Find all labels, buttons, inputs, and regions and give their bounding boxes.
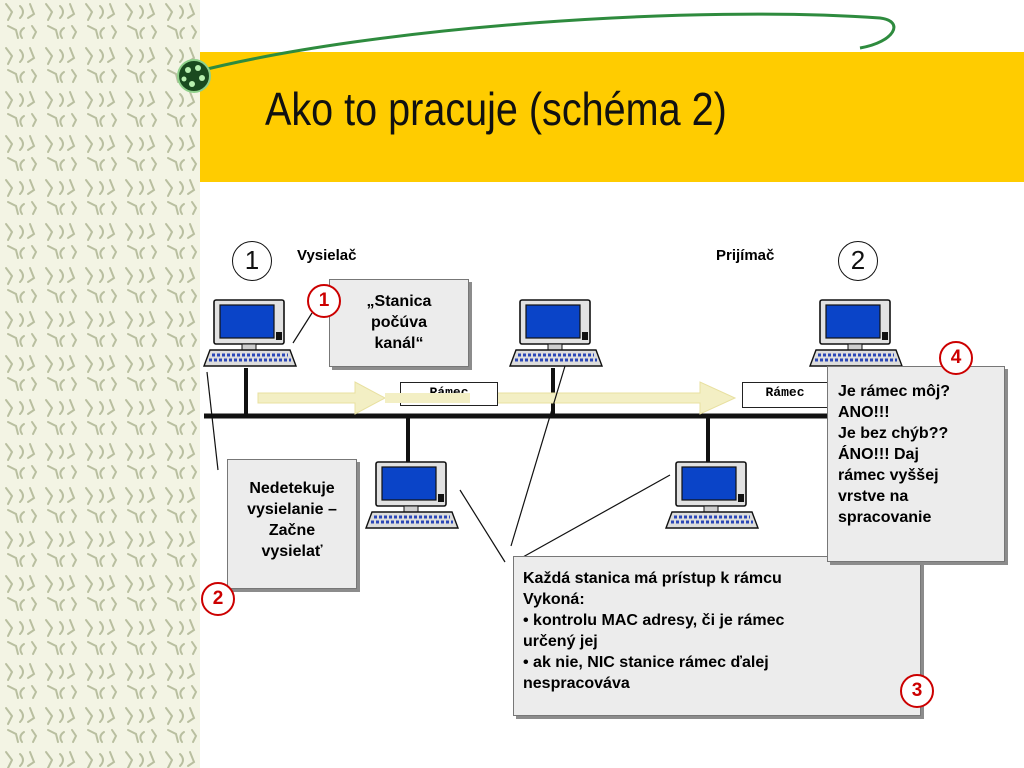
- callout-line: vrstve na: [838, 488, 909, 505]
- step-badge-4: 4: [939, 341, 973, 375]
- slide-title: Ako to pracuje (schéma 2): [265, 83, 727, 135]
- receiver-label: Prijímač: [716, 247, 775, 264]
- title-band: [200, 52, 1024, 182]
- frame-box: Rámec: [400, 382, 498, 406]
- callout-line: Každá stanica má prístup k rámcu: [523, 570, 782, 587]
- callout-line: • ak nie, NIC stanice rámec ďalej: [523, 654, 769, 671]
- pattern-graphic: [0, 0, 200, 768]
- callout-line: Začne: [268, 522, 316, 539]
- sender-label: Vysielač: [297, 247, 357, 264]
- callout-line: ÁNO!!! Daj: [838, 446, 919, 463]
- callout-line: počúva: [370, 314, 427, 331]
- callout-line: • kontrolu MAC adresy, či je rámec: [523, 612, 785, 629]
- callout-line: rámec vyššej: [838, 467, 939, 484]
- connector-line: [206, 371, 219, 471]
- step-badge-3: 3: [900, 674, 934, 708]
- connector-line: [510, 365, 566, 547]
- callout-line: vysielať: [261, 543, 323, 560]
- callout-step-1: „Stanica počúva kanál“: [329, 279, 469, 367]
- frame-box: Rámec: [742, 382, 828, 408]
- callout-line: Nedetekuje: [249, 480, 335, 497]
- computer-icon: [808, 298, 904, 368]
- callout-line: nespracováva: [523, 675, 630, 692]
- computer-icon: [664, 460, 760, 530]
- callout-step-4: Je rámec môj? ANO!!! Je bez chýb?? ÁNO!!…: [827, 366, 1005, 562]
- callout-line: určený jej: [523, 633, 598, 650]
- frame-label: Rámec: [765, 385, 805, 400]
- callout-line: kanál“: [374, 335, 424, 352]
- connector-line: [513, 474, 671, 563]
- title-swoosh: [177, 12, 896, 93]
- callout-line: „Stanica: [366, 293, 432, 310]
- callout-line: Je rámec môj?: [838, 383, 951, 400]
- callout-line: vysielanie –: [247, 501, 337, 518]
- callout-line: spracovanie: [838, 509, 932, 526]
- computer-icon: [508, 298, 604, 368]
- step-badge-2: 2: [201, 582, 235, 616]
- decorative-pattern: [0, 0, 200, 768]
- green-globe-icon: [177, 59, 211, 93]
- connector-line: [459, 489, 506, 563]
- computer-icon: [202, 298, 298, 368]
- transmission-arrow: [469, 381, 737, 415]
- computer-icon: [364, 460, 460, 530]
- callout-line: Je bez chýb??: [838, 425, 949, 442]
- callout-line: ANO!!!: [838, 404, 890, 421]
- sender-number: 1: [232, 241, 272, 281]
- step-badge-1: 1: [307, 284, 341, 318]
- transmission-arrow: [257, 381, 387, 415]
- callout-step-2: Nedetekuje vysielanie – Začne vysielať: [227, 459, 357, 589]
- receiver-number: 2: [838, 241, 878, 281]
- callout-line: Vykoná:: [523, 591, 585, 608]
- callout-step-3: Každá stanica má prístup k rámcu Vykoná:…: [513, 556, 921, 716]
- connector-line: [292, 312, 313, 344]
- frame-label: Rámec: [429, 385, 469, 400]
